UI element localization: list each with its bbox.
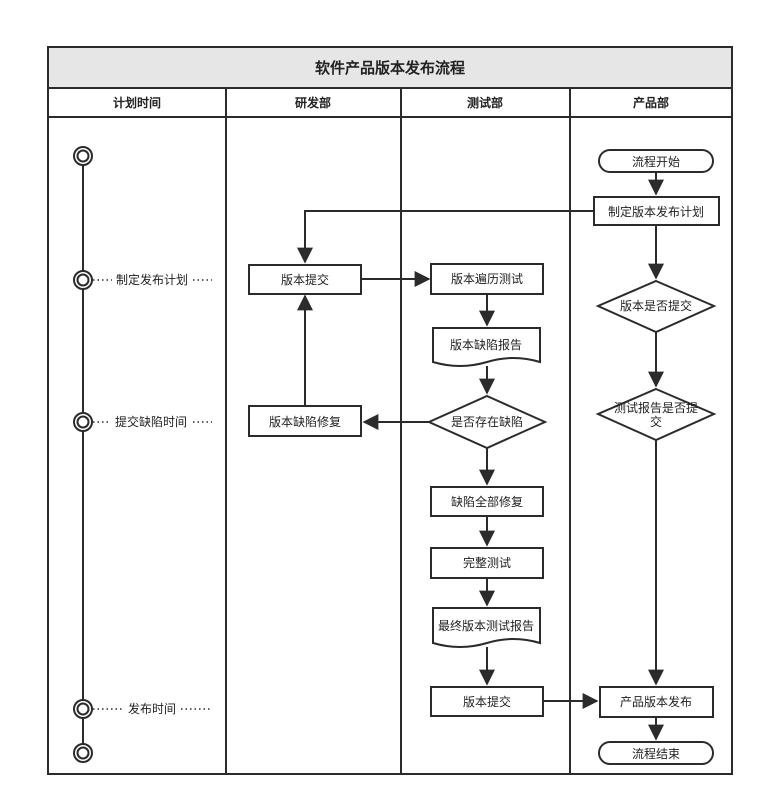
test-submit-node (430, 686, 544, 717)
defect-report-label: 版本缺陷报告 (450, 337, 522, 352)
diagram-title: 软件产品版本发布流程 (315, 59, 465, 77)
start-node (598, 149, 714, 173)
final-report-label: 最终版本测试报告 (438, 618, 534, 633)
timeline-node-release (73, 699, 93, 719)
release-node (599, 686, 714, 718)
full-test-label: 完整测试 (463, 555, 511, 570)
has-defect-decision (426, 394, 548, 450)
version-submitted-decision (595, 279, 717, 334)
timeline (73, 146, 212, 763)
has-defect-label: 是否存在缺陷 (451, 414, 523, 429)
dev-submit-node (248, 264, 362, 295)
start-node-label: 流程开始 (632, 154, 680, 169)
fix-all-label: 缺陷全部修复 (451, 494, 523, 509)
make-plan-node (593, 196, 720, 226)
release-label: 产品版本发布 (620, 694, 692, 709)
report-submitted-label-2: 交 (650, 414, 662, 429)
report-submitted-decision (595, 387, 717, 442)
lane-header-qa: 测试部 (467, 95, 503, 110)
report-submitted-label-1: 测试报告是否提 (614, 400, 698, 415)
connectors (297, 172, 664, 741)
full-test-node (430, 547, 544, 579)
milestone-defect-label: 提交缺陷时间 (115, 414, 187, 429)
dev-fix-label: 版本缺陷修复 (269, 414, 341, 429)
test-submit-label: 版本提交 (463, 694, 511, 709)
end-node (598, 741, 714, 765)
make-plan-label: 制定版本发布计划 (608, 204, 704, 219)
fix-all-node (430, 486, 544, 517)
end-node-label: 流程结束 (632, 746, 680, 761)
timeline-node-defect (73, 412, 93, 432)
defect-report-document (432, 327, 541, 367)
milestone-release-label: 发布时间 (128, 701, 176, 716)
final-report-document (432, 607, 541, 648)
test-traverse-node (430, 263, 544, 295)
milestone-plan-label: 制定发布计划 (116, 272, 188, 287)
lane-header-schedule: 计划时间 (113, 95, 161, 110)
timeline-node-start (73, 146, 93, 166)
lane-header-product: 产品部 (633, 95, 669, 110)
test-traverse-label: 版本遍历测试 (451, 271, 523, 286)
timeline-node-end (73, 743, 93, 763)
timeline-node-plan (73, 270, 93, 290)
lane-header-rnd: 研发部 (295, 95, 331, 110)
version-submitted-label: 版本是否提交 (620, 298, 692, 313)
dev-submit-label: 版本提交 (281, 272, 329, 287)
dev-fix-node (248, 405, 362, 437)
